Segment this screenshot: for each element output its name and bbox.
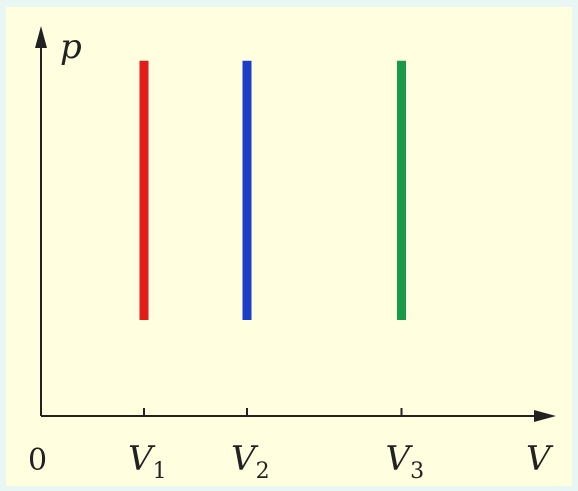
x-tick-label-main: V (128, 439, 156, 479)
origin-label: 0 (28, 443, 47, 478)
x-tick-label-sub: 2 (256, 459, 270, 484)
x-tick-label-main: V (231, 439, 259, 479)
x-axis-label: V (526, 439, 554, 479)
x-tick-label-sub: 3 (410, 459, 424, 484)
x-tick-label-2: V2 (231, 439, 270, 484)
y-axis-arrow-icon (35, 26, 47, 48)
x-tick-label-sub: 1 (153, 459, 167, 484)
x-axis-arrow-icon (534, 410, 556, 422)
x-tick-label-main: V (386, 439, 414, 479)
y-axis-label: p (60, 27, 82, 67)
x-tick-label-3: V3 (386, 439, 425, 484)
chart-panel (6, 7, 572, 486)
x-tick-label-1: V1 (128, 439, 167, 484)
